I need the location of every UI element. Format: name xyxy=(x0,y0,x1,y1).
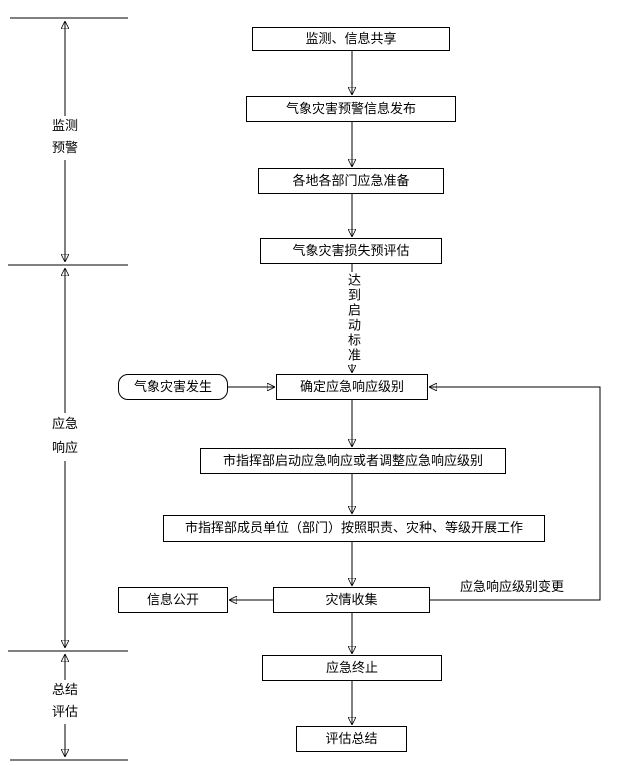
phase-label-monitoring: 监测 预警 xyxy=(45,116,85,160)
phase-label-response: 应急 响应 xyxy=(45,413,85,461)
node-monitor-share: 监测、信息共享 xyxy=(252,27,450,51)
node-warning-release: 气象灾害预警信息发布 xyxy=(246,96,456,122)
node-evaluation-summary: 评估总结 xyxy=(296,726,407,752)
node-disaster-occurs: 气象灾害发生 xyxy=(118,374,228,400)
connector-level-change-feedback xyxy=(429,387,601,601)
label-level-change: 应急响应级别变更 xyxy=(460,576,565,595)
node-info-disclosure: 信息公开 xyxy=(118,587,228,613)
phase-label-evaluation: 总结 评估 xyxy=(45,680,85,724)
node-launch-adjust-response: 市指挥部启动应急响应或者调整应急响应级别 xyxy=(200,448,506,474)
node-disaster-collection: 灾情收集 xyxy=(273,587,430,613)
node-emergency-prep: 各地各部门应急准备 xyxy=(258,168,444,194)
label-activation-standard: 达到启动标准 xyxy=(344,272,360,364)
node-emergency-termination: 应急终止 xyxy=(262,655,442,681)
node-loss-preassessment: 气象灾害损失预评估 xyxy=(260,238,442,264)
node-determine-level: 确定应急响应级别 xyxy=(276,374,428,400)
node-members-carry-out-work: 市指挥部成员单位（部门）按照职责、灾种、等级开展工作 xyxy=(163,515,545,542)
